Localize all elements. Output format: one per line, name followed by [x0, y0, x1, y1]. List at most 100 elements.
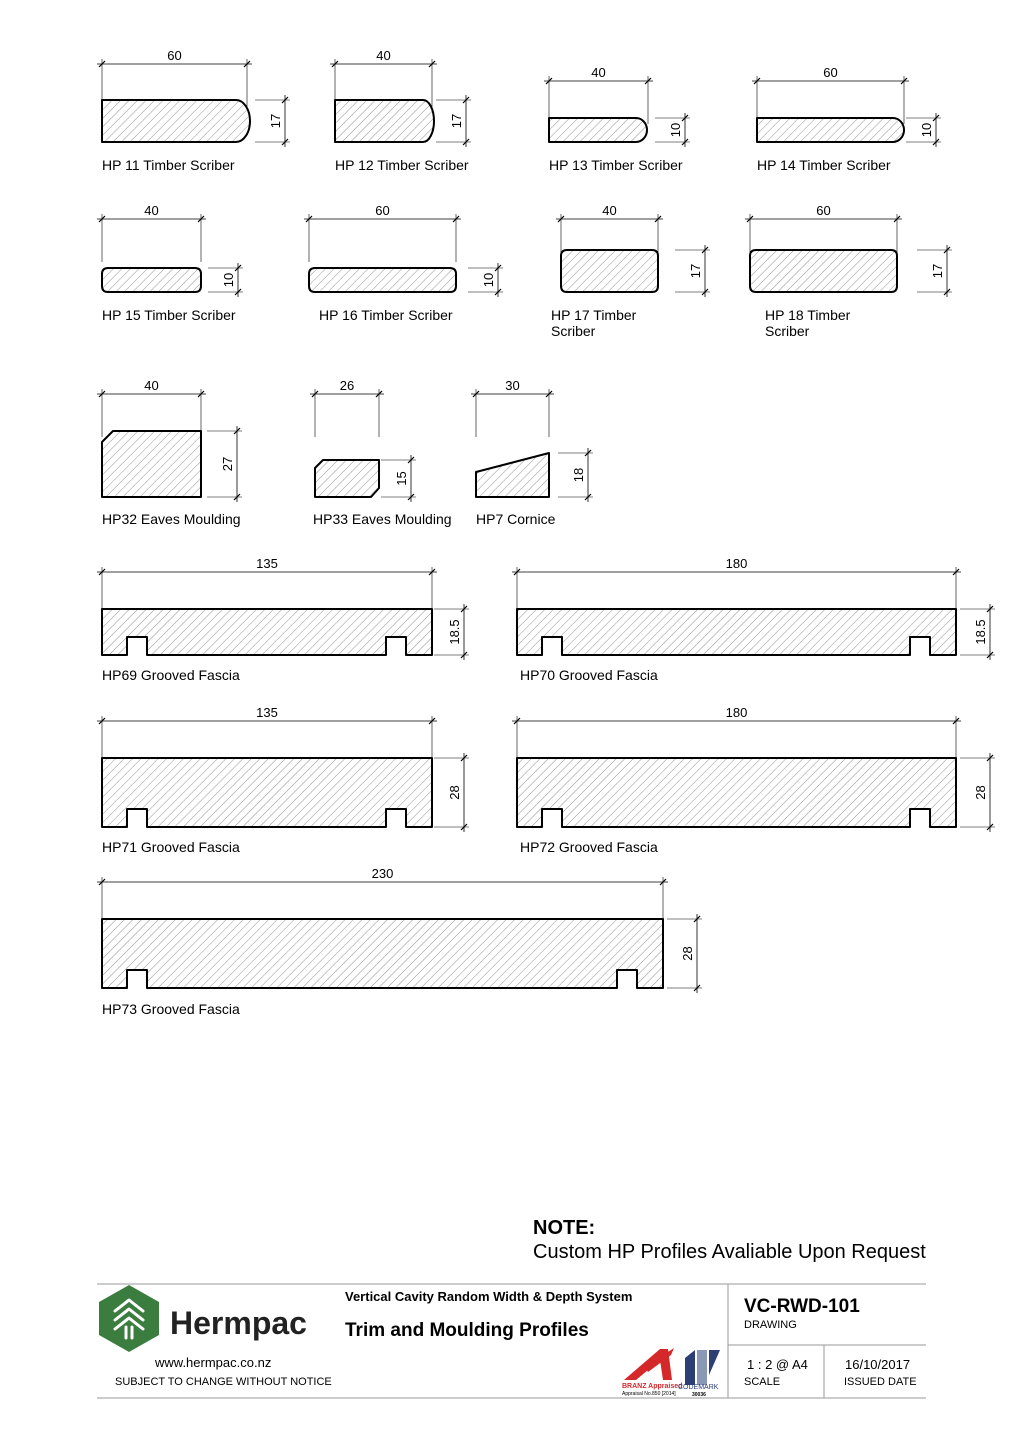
hp13-height-dimension: 10 — [655, 113, 690, 147]
codemark-number: 30036 — [692, 1392, 706, 1398]
hp18-height-dimension: 17 — [917, 245, 952, 297]
hp33-height-label: 15 — [394, 471, 409, 485]
hp14-height-dimension: 10 — [906, 113, 941, 147]
drawing-label: DRAWING — [744, 1319, 797, 1331]
hp13-profile-label: HP 13 Timber Scriber — [549, 157, 683, 173]
hp70-height-dimension: 18.5 — [960, 604, 995, 660]
hp33-width-label: 26 — [340, 378, 354, 393]
hp18-width-label: 60 — [816, 203, 830, 218]
hp32-profile-shape — [101, 430, 202, 498]
hp15-width-dimension: 40 — [97, 203, 206, 262]
hp16-height-dimension: 10 — [468, 263, 503, 297]
note-text: Custom HP Profiles Avaliable Upon Reques… — [533, 1241, 926, 1263]
hp13-width-label: 40 — [591, 65, 605, 80]
hp7-profile-label: HP7 Cornice — [476, 511, 556, 527]
hp11-profile-label: HP 11 Timber Scriber — [102, 157, 235, 173]
codemark-text: CODEMARK — [678, 1384, 719, 1391]
hp32-height-dimension: 27 — [207, 426, 242, 502]
hp16-profile-shape — [308, 267, 457, 293]
hp17-width-label: 40 — [602, 203, 616, 218]
hp73-profile-label: HP73 Grooved Fascia — [102, 1001, 240, 1017]
hp11-width-label: 60 — [167, 48, 181, 63]
scale-value: 1 : 2 @ A4 — [747, 1357, 808, 1372]
hp11-width-dimension: 60 — [97, 48, 252, 107]
hp16-width-dimension: 60 — [304, 203, 461, 262]
drawing-number: VC-RWD-101 — [744, 1296, 860, 1317]
issued-date: 16/10/2017 — [845, 1357, 911, 1372]
hp15-width-label: 40 — [144, 203, 158, 218]
hp73-width-dimension: 230 — [97, 866, 668, 925]
hp14-width-dimension: 60 — [752, 65, 909, 124]
hp70-profile-shape — [516, 608, 957, 656]
hp11-height-label: 17 — [268, 114, 283, 128]
hp13-height-label: 10 — [668, 123, 683, 137]
scale-label: SCALE — [744, 1376, 781, 1388]
hp71-height-label: 28 — [447, 785, 462, 799]
hp73-width-label: 230 — [372, 866, 394, 881]
hp15-profile-shape — [101, 267, 202, 293]
hp73-height-label: 28 — [680, 946, 695, 960]
hp32-width-dimension: 40 — [97, 378, 206, 437]
hp18-width-dimension: 60 — [745, 203, 902, 262]
branz-appraised-icon — [624, 1348, 674, 1380]
hp16-height-label: 10 — [481, 273, 496, 287]
hp70-width-dimension: 180 — [512, 556, 961, 615]
hp14-profile-label: HP 14 Timber Scriber — [757, 157, 891, 173]
hp69-width-dimension: 135 — [97, 556, 437, 615]
hp13-profile-shape — [548, 117, 648, 143]
hp73-profile-shape — [101, 918, 664, 989]
website-link[interactable]: www.hermpac.co.nz — [155, 1355, 272, 1370]
hp15-height-dimension: 10 — [208, 263, 243, 297]
hp73-height-dimension: 28 — [667, 914, 702, 993]
hp18-profile-shape — [749, 249, 898, 293]
hp13-width-dimension: 40 — [544, 65, 653, 124]
hp7-height-label: 18 — [571, 468, 586, 482]
hp69-width-label: 135 — [256, 556, 278, 571]
hp72-width-dimension: 180 — [512, 705, 961, 764]
hp33-profile-shape — [314, 459, 380, 498]
branz-sub: Appraisal No.850 [2014] — [622, 1391, 676, 1397]
disclaimer: SUBJECT TO CHANGE WITHOUT NOTICE — [115, 1376, 332, 1388]
hp12-width-dimension: 40 — [330, 48, 437, 107]
title-block-frame — [97, 1283, 926, 1399]
hp17-height-dimension: 17 — [675, 245, 710, 297]
hp69-profile-shape — [101, 608, 433, 656]
hp71-width-dimension: 135 — [97, 705, 437, 764]
hp33-profile-label: HP33 Eaves Moulding — [313, 511, 452, 527]
hp12-profile-label: HP 12 Timber Scriber — [335, 157, 469, 173]
hp12-height-dimension: 17 — [436, 95, 471, 147]
hp72-height-dimension: 28 — [960, 753, 995, 832]
branz-text: BRANZ Appraised — [622, 1383, 683, 1390]
hp15-height-label: 10 — [221, 273, 236, 287]
company-name: Hermpac — [170, 1305, 307, 1341]
note-heading: NOTE: — [533, 1217, 596, 1239]
hp72-width-label: 180 — [726, 705, 748, 720]
hp72-height-label: 28 — [973, 785, 988, 799]
hp7-height-dimension: 18 — [558, 448, 593, 502]
hp12-height-label: 17 — [449, 114, 464, 128]
hp17-width-dimension: 40 — [556, 203, 663, 262]
hp7-width-label: 30 — [505, 378, 519, 393]
hp71-profile-shape — [101, 757, 433, 828]
hp71-width-label: 135 — [256, 705, 278, 720]
hp33-height-dimension: 15 — [381, 455, 416, 502]
drawing-title: Trim and Moulding Profiles — [345, 1320, 589, 1341]
hp69-profile-label: HP69 Grooved Fascia — [102, 667, 240, 683]
hermpac-logo-icon — [99, 1285, 159, 1352]
hp70-profile-label: HP70 Grooved Fascia — [520, 667, 658, 683]
hp17-profile-shape — [560, 249, 659, 293]
hp72-profile-label: HP72 Grooved Fascia — [520, 839, 658, 855]
codemark-icon — [685, 1350, 720, 1385]
hp12-profile-shape — [334, 99, 435, 143]
hp14-height-label: 10 — [919, 123, 934, 137]
hp16-width-label: 60 — [375, 203, 389, 218]
hp69-height-dimension: 18.5 — [434, 604, 469, 660]
hp70-width-label: 180 — [726, 556, 748, 571]
hp71-profile-label: HP71 Grooved Fascia — [102, 839, 240, 855]
hp70-height-label: 18.5 — [973, 619, 988, 644]
hp32-width-label: 40 — [144, 378, 158, 393]
hp33-width-dimension: 26 — [310, 378, 384, 437]
hp11-height-dimension: 17 — [255, 95, 290, 147]
